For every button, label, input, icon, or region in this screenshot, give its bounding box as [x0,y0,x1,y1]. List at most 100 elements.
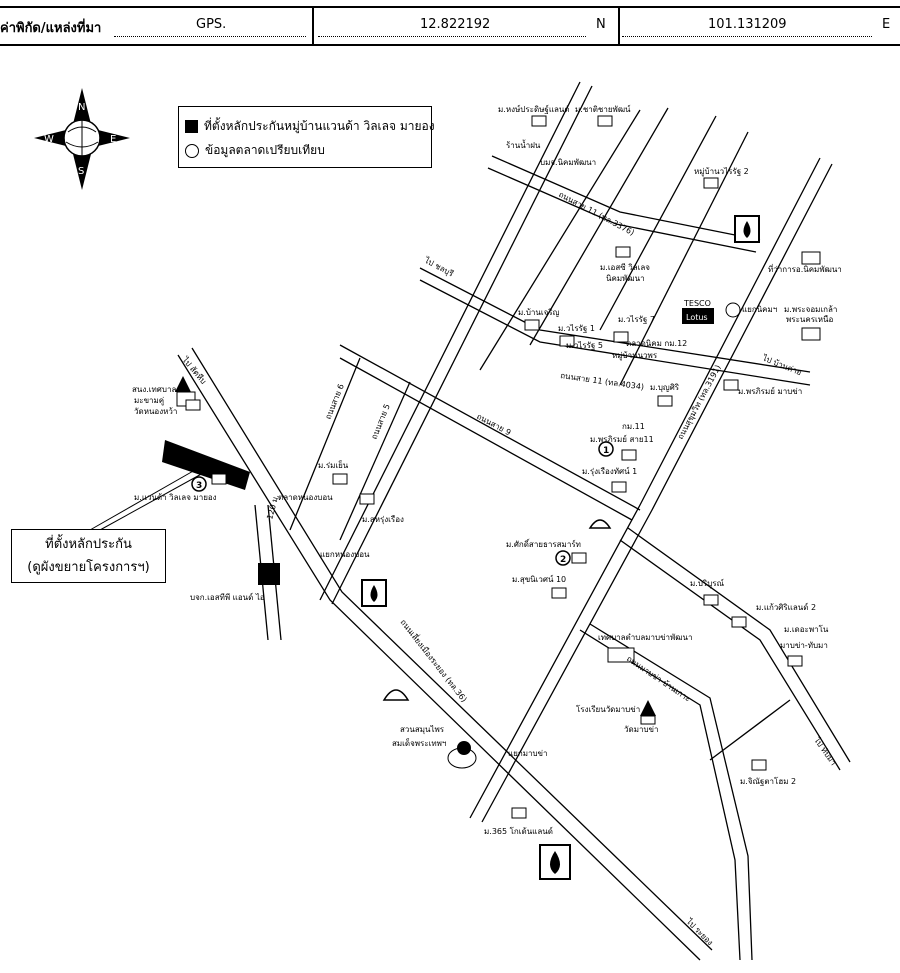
place-label: ม.วไรรัฐ 7 [618,315,655,324]
compass-n: N [78,102,85,113]
house-icon [559,335,575,347]
fuel-station-icon [734,215,760,243]
place-label: ม.หงษ์ประดิษฐ์แลนด์ [498,104,570,114]
road-tabma [619,539,841,771]
road-n3 [529,107,669,346]
fuel-station-icon [539,844,571,880]
place-label: ม.รุ่งเรืองทัศน์ 1 [582,466,637,476]
place-label: ม.ศักดิ์สายธารสมาร์ท [506,538,581,549]
place-label: ม.พรภิรมย์ สาย11 [590,434,654,444]
header-cell-source: ค่าพิกัด/แหล่งที่มา GPS. [0,8,314,44]
place-label: พระนครเหนือ [786,315,833,324]
house-icon [359,493,375,505]
header-cell-lon: 101.131209 E [618,8,900,44]
road-n1 [319,81,581,601]
place-label: แยกมาบข่า [508,749,548,758]
place-label: ที่ว่าการอ.นิคมพัฒนา [768,263,842,274]
place-label: โรงเรียนวัดมาบข่า [576,704,640,714]
road-label: ถนนสาย 9 [475,412,512,438]
place-label: ม.บ้านเจริญ [518,308,560,317]
road-sukhumvit-edge [481,163,833,823]
factory-block [258,563,280,585]
place-label: ม.สุขนิเวศน์ 10 [512,574,566,584]
road-upper [491,155,761,241]
compass-s: S [78,166,84,177]
compass-w: W [44,134,54,145]
road-label: ไป ระยอง [684,916,715,947]
house-icon [211,473,227,485]
place-label: ม.เดอะพาโน [784,624,829,634]
shell-station-icon [588,519,612,529]
road-9-edge [339,357,633,521]
road-bypass [177,354,701,961]
longitude-dir: E [882,17,891,32]
place-label: หมู่บ้านวไรรัฐ 2 [694,167,749,177]
place-label: ตลาดหนองบอน [278,493,333,502]
road-11-3376-edge [419,279,811,386]
road-n5 [619,131,749,386]
place-label: ม.ชาติชายพัฒน์ [575,104,631,114]
fuel-station-icon [361,579,387,607]
office-icon [607,647,635,663]
place-label: ม.ร่มเย็น [318,460,349,470]
legend-subject-label: ที่ตั้งหลักประกันหมู่บ้านแวนด้า วิลเลจ ม… [204,119,435,133]
place-label: ม.บริบูรณ์ [690,578,725,589]
place-label: บมจ.นิคมพัฒนา [540,158,596,167]
road-label: ถนนสาย 11 (ทล.4034) [560,371,645,392]
comparable-marker-1: 1 [598,441,614,457]
road-5 [339,381,411,541]
place-label: นิคมพัฒนา [606,274,645,283]
house-icon [615,246,631,258]
road-11-3376 [419,267,811,373]
lotus-label: Lotus [686,313,708,322]
place-label: หมู่บ้านนวพร [612,351,658,361]
intersection-label: แยกนิคมฯ [742,305,777,314]
road-mabkha-banko-edge [589,623,753,961]
village-icons [185,115,821,819]
tesco-label: TESCO [683,299,711,308]
callout-line1: ที่ตั้งหลักประกัน [45,537,132,552]
road-label: ไป ทับมา [812,735,838,767]
svg-text:3: 3 [196,481,202,491]
place-label: ม.แก้วศิริแลนด์ 2 [756,602,816,612]
comparable-marker-3: 3 [191,476,207,492]
road-label: ไป ชลบุรี [422,255,455,278]
dotted-line [622,36,872,37]
header-cell-lat: 12.822192 N [312,8,620,44]
house-icon [801,251,821,265]
place-label: ม.วไรรัฐ 5 [566,341,603,350]
road-n4 [599,115,717,331]
place-label: ร้านน้ำฝน [506,139,541,150]
house-icon [613,331,629,343]
house-icon [621,449,637,461]
source-value: GPS. [196,17,227,32]
house-icon [801,327,821,341]
legend-square-icon [185,120,198,133]
road-tabma-edge [627,527,851,763]
place-label: วัดมาบข่า [624,725,659,734]
header-bar: ค่าพิกัด/แหล่งที่มา GPS. 12.822192 N 101… [0,6,900,46]
longitude-value: 101.131209 [708,17,787,32]
place-label: ม.บุญศิริ [650,383,680,392]
legend-row-subject: ที่ตั้งหลักประกันหมู่บ้านแวนด้า วิลเลจ ม… [185,117,435,136]
house-icon [611,481,627,493]
legend-row-comparable: ข้อมูลตลาดเปรียบเทียบ [185,141,325,160]
house-icon [531,115,547,127]
shell-station-icon [382,689,410,701]
road-connector [709,699,791,761]
road-mabkha-banko [579,629,741,961]
road-9 [339,344,641,511]
road-sukhumvit [469,157,821,819]
callout-line2: (ดูผังขยายโครงการฯ) [27,560,150,575]
house-icon [597,115,613,127]
intersection-icon [725,302,741,318]
place-label: แยกหนองบอน [320,550,370,559]
house-icon [703,177,719,189]
latitude-value: 12.822192 [420,17,491,32]
place-labels: ม.หงษ์ประดิษฐ์แลนด์ ม.ชาติชายพัฒน์ ร้านน… [132,104,842,836]
dotted-line [114,36,306,37]
tesco-lotus-icon [682,308,714,324]
house-icon [571,552,587,564]
legend-circle-icon [185,143,199,158]
